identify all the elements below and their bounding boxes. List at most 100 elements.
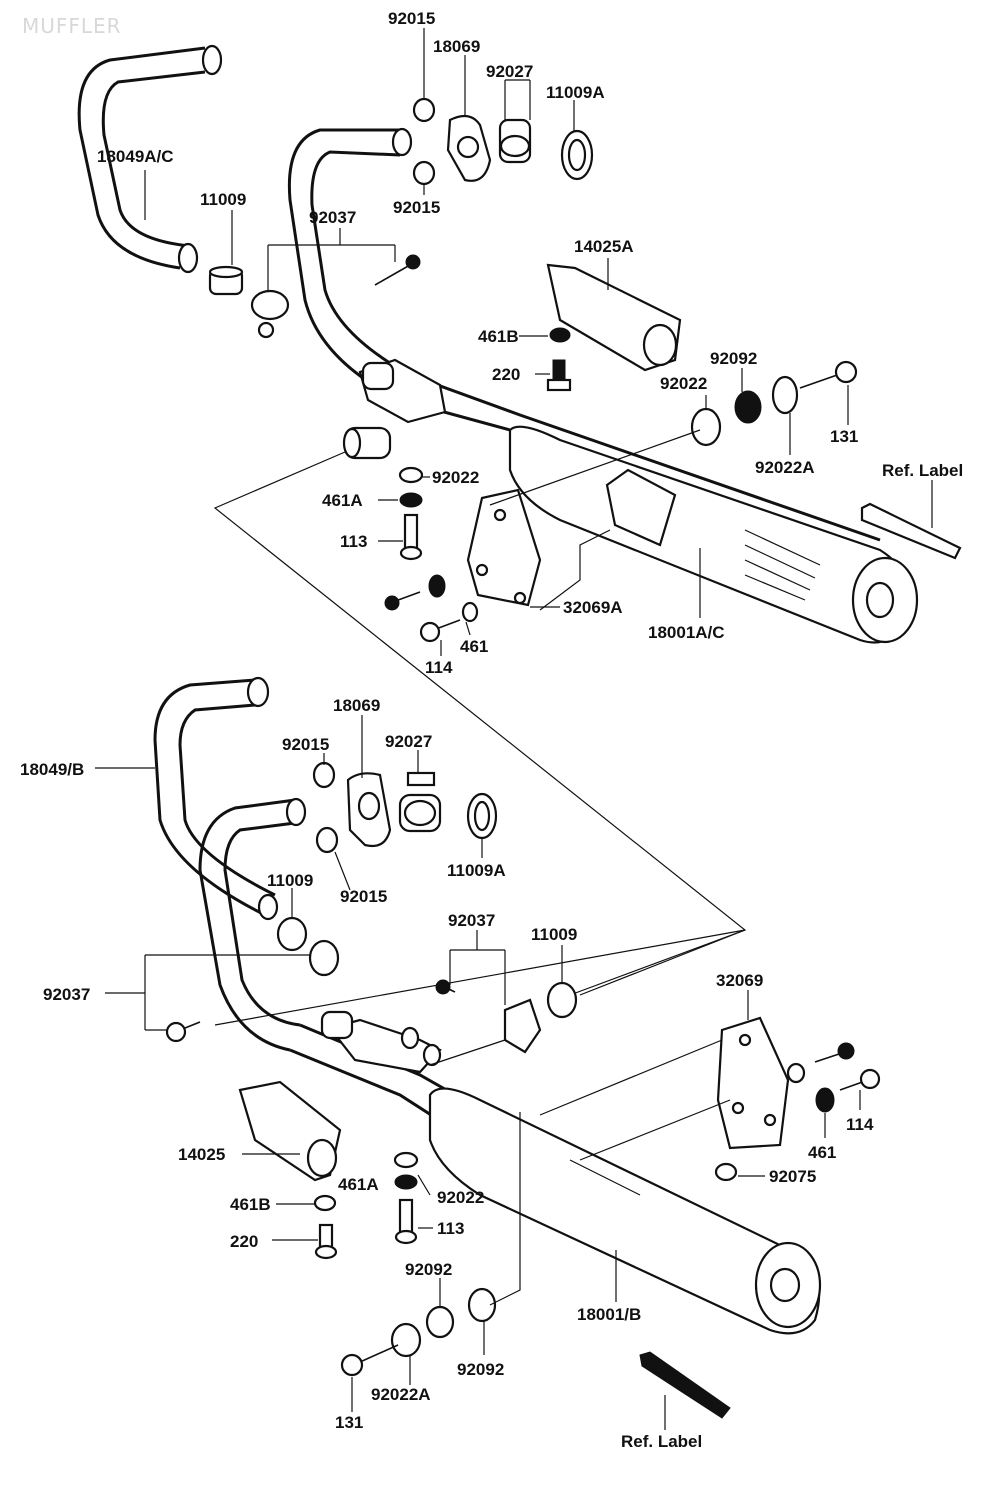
label-11009a: 11009A (447, 861, 506, 880)
clamp-icon (503, 998, 542, 1054)
washer-icon (714, 1162, 738, 1182)
label-14025: 14025 (178, 1145, 225, 1164)
label-461a: 461A (322, 491, 363, 510)
washer-icon (393, 1151, 419, 1190)
label-92027: 92027 (385, 732, 432, 751)
assembly-outline (213, 429, 747, 996)
nut-icon (412, 97, 436, 186)
heat-shield-icon (238, 1080, 342, 1182)
washer-icon (549, 327, 571, 343)
clamp-icon (250, 289, 290, 339)
label-461b: 461B (230, 1195, 271, 1214)
nut-icon (312, 761, 339, 854)
label-461a: 461A (338, 1175, 379, 1194)
bracket-icon (716, 1016, 790, 1150)
label-131: 131 (830, 427, 858, 446)
label-131: 131 (335, 1413, 363, 1432)
label-92022-center: 92022 (432, 468, 479, 487)
label-18069: 18069 (333, 696, 380, 715)
exhaust-pipe-icon (153, 676, 279, 921)
label-92092-bottom: 92092 (457, 1360, 504, 1379)
assembly-outline (214, 929, 746, 1306)
label-220: 220 (492, 365, 520, 384)
label-461: 461 (460, 637, 488, 656)
sleeve-11009-icon (276, 916, 340, 977)
sleeve-11009-icon (208, 265, 244, 296)
label-113: 113 (340, 532, 367, 551)
label-113: 113 (437, 1219, 464, 1238)
label-92092-top: 92092 (405, 1260, 452, 1279)
bolt-icon (814, 1042, 881, 1091)
lower-assembly: 18069 92015 92027 18049/B 11009A 11009 9… (20, 676, 881, 1451)
label-18001a-c: 18001A/C (648, 623, 725, 642)
page-title: MUFFLER (22, 14, 122, 38)
bolt-icon (546, 359, 572, 392)
label-92037-left: 92037 (43, 985, 90, 1004)
nut-icon (428, 574, 479, 623)
exhaust-pipe-icon (77, 44, 223, 274)
label-18069: 18069 (433, 37, 480, 56)
washer-icon (690, 375, 799, 447)
label-18001-b: 18001/B (577, 1305, 641, 1324)
label-92027: 92027 (486, 62, 533, 81)
label-461: 461 (808, 1143, 836, 1162)
gasket-icon (560, 129, 594, 181)
bolt-icon (340, 1344, 399, 1377)
bolt-icon (384, 591, 461, 643)
label-32069a: 32069A (563, 598, 623, 617)
flange-18069-icon (346, 772, 392, 848)
heat-shield-icon (546, 263, 682, 372)
label-220: 220 (230, 1232, 258, 1251)
label-11009a: 11009A (546, 83, 605, 102)
bolt-icon (314, 1223, 338, 1260)
label-11009: 11009 (200, 190, 246, 209)
label-92037-center: 92037 (448, 911, 495, 930)
label-92092: 92092 (710, 349, 757, 368)
label-92022-right: 92022 (660, 374, 707, 393)
label-18049a-c: 18049A/C (97, 147, 174, 166)
bolt-icon (399, 513, 423, 561)
clamp-icon (498, 118, 532, 164)
label-18049-b: 18049/B (20, 760, 84, 779)
bracket-icon (605, 468, 677, 547)
bolt-icon (374, 254, 421, 286)
nut-icon (425, 1287, 497, 1339)
label-92015-lower: 92015 (340, 887, 387, 906)
nut-icon (786, 1062, 835, 1113)
washer-icon (390, 1322, 422, 1358)
leader-lines (144, 28, 933, 656)
bracket-icon (466, 488, 542, 607)
label-92022a: 92022A (371, 1385, 431, 1404)
sleeve-11009-icon (546, 981, 578, 1019)
label-92037: 92037 (309, 208, 356, 227)
label-32069: 32069 (716, 971, 763, 990)
bolt-icon (165, 979, 456, 1043)
label-92022a: 92022A (755, 458, 815, 477)
label-92015-lower: 92015 (393, 198, 440, 217)
ref-label-plate-icon (860, 502, 962, 560)
upper-assembly: 92015 18069 92027 11009A 18049A/C 11009 … (77, 9, 963, 996)
ref-label-plate-icon (639, 1351, 731, 1419)
label-114: 114 (846, 1115, 874, 1134)
label-11009-right: 11009 (531, 925, 577, 944)
nut-icon (734, 390, 762, 424)
label-14025a: 14025A (574, 237, 634, 256)
label-92075: 92075 (769, 1167, 816, 1186)
label-92015: 92015 (388, 9, 435, 28)
label-11009-left: 11009 (267, 871, 313, 890)
label-461b: 461B (478, 327, 519, 346)
exhaust-pipe-icon (287, 127, 881, 562)
bolt-icon (799, 360, 858, 389)
label-92022: 92022 (437, 1188, 484, 1207)
leader-lines (95, 715, 861, 1430)
bolt-icon (394, 1198, 418, 1245)
gasket-icon (466, 792, 498, 840)
muffler-icon (508, 425, 919, 644)
clamp-icon (398, 771, 442, 833)
flange-18069-icon (446, 114, 492, 182)
label-ref-label: Ref. Label (882, 461, 963, 480)
label-ref-label: Ref. Label (621, 1432, 702, 1451)
muffler-icon (428, 1087, 822, 1335)
washer-icon (398, 466, 424, 508)
